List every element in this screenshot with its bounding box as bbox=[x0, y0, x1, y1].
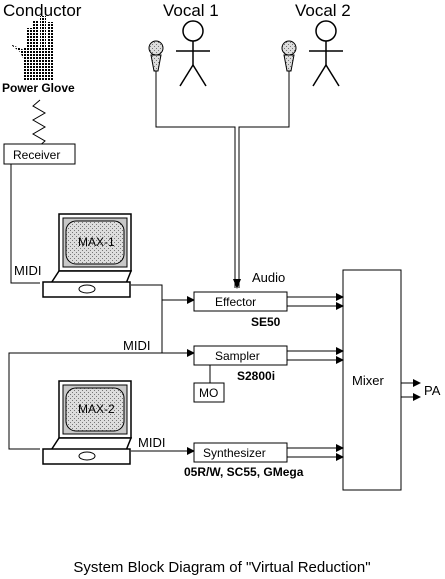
vocal-1-label: Vocal 1 bbox=[163, 1, 219, 20]
effector-to-mixer-lines bbox=[287, 293, 344, 310]
vocal-2-figure-icon bbox=[309, 20, 343, 87]
audio-arrow bbox=[233, 279, 241, 289]
max1-to-sampler-line bbox=[161, 300, 195, 357]
mixer-box bbox=[342, 269, 402, 491]
mixer-label: Mixer bbox=[352, 373, 384, 388]
microphone-2-icon bbox=[281, 40, 297, 72]
max1-to-effector-line bbox=[131, 284, 195, 304]
pa-label: PA bbox=[424, 383, 441, 398]
synthesizer-label: Synthesizer bbox=[203, 446, 266, 460]
max1-to-max2-line bbox=[8, 352, 162, 450]
mixer-to-pa-lines bbox=[401, 379, 421, 401]
power-glove-label: Power Glove bbox=[2, 81, 75, 95]
sampler-box bbox=[193, 345, 288, 366]
synthesizer-model: 05R/W, SC55, GMega bbox=[184, 465, 304, 479]
mo-label: MO bbox=[199, 386, 218, 400]
vocal-1-figure-icon bbox=[176, 20, 210, 87]
sampler-label: Sampler bbox=[215, 349, 260, 363]
midi-label-3: MIDI bbox=[138, 435, 165, 450]
audio-label: Audio bbox=[252, 270, 285, 285]
receiver-to-max1-line bbox=[10, 164, 40, 284]
conductor-title: Conductor bbox=[3, 1, 82, 20]
effector-model: SE50 bbox=[251, 315, 281, 329]
synthesizer-box bbox=[193, 442, 288, 463]
microphone-1-icon bbox=[148, 40, 164, 72]
effector-label: Effector bbox=[215, 295, 256, 309]
sampler-model: S2800i bbox=[237, 369, 275, 383]
receiver-box bbox=[3, 143, 76, 165]
max2-screen-label: MAX-2 bbox=[78, 402, 115, 416]
vocal-audio-lines bbox=[155, 71, 290, 288]
midi-label-1: MIDI bbox=[14, 263, 41, 278]
max1-computer-icon bbox=[42, 213, 133, 298]
effector-box bbox=[193, 291, 288, 312]
sampler-to-mixer-lines bbox=[287, 347, 344, 364]
midi-label-2: MIDI bbox=[123, 338, 150, 353]
mo-box bbox=[193, 382, 225, 403]
vocal-2-label: Vocal 2 bbox=[295, 1, 351, 20]
power-glove-icon bbox=[10, 16, 54, 80]
diagram-caption: System Block Diagram of "Virtual Reducti… bbox=[73, 559, 370, 576]
receiver-label: Receiver bbox=[13, 148, 60, 162]
max1-screen-label: MAX-1 bbox=[78, 235, 115, 249]
wireless-signal-icon bbox=[32, 99, 46, 148]
synth-to-mixer-lines bbox=[287, 444, 344, 461]
max2-computer-icon bbox=[42, 380, 133, 465]
